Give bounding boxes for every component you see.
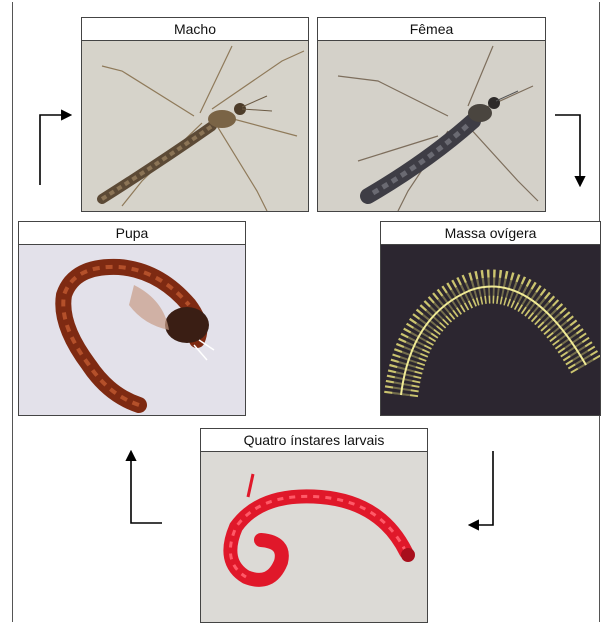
arrow-femea-to-eggs [555, 115, 580, 185]
arrow-larva-to-pupa [131, 452, 162, 523]
arrow-pupa-to-macho [40, 115, 70, 185]
arrow-eggs-to-larva [470, 451, 493, 525]
